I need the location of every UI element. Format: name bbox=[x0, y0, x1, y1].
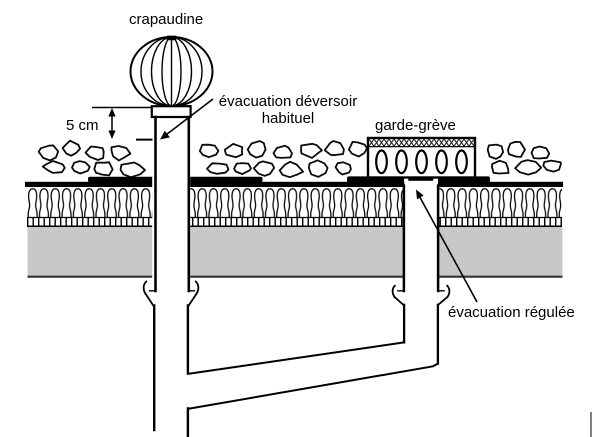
regulated-drain-pipe bbox=[187, 176, 451, 410]
gravel-stone bbox=[119, 161, 146, 179]
gravel-layer bbox=[37, 139, 562, 179]
cage-top-cap bbox=[166, 35, 177, 41]
label-crapaudine: crapaudine bbox=[129, 11, 204, 28]
gravel-stone bbox=[84, 145, 105, 161]
gravel-stone bbox=[37, 144, 60, 162]
gravel-stone bbox=[348, 141, 368, 158]
gravel-stone bbox=[233, 162, 252, 175]
gravel-stone bbox=[278, 160, 304, 179]
label-5cm: 5 cm bbox=[66, 117, 99, 134]
crapaudine-leaf-guard bbox=[129, 35, 214, 107]
label-regulated-evacuation: évacuation régulée bbox=[448, 304, 575, 321]
gravel-stone bbox=[323, 140, 345, 157]
gravel-stone bbox=[514, 159, 543, 176]
gravel-stone bbox=[246, 140, 267, 159]
gravel-stone bbox=[206, 162, 230, 175]
gravel-stone bbox=[110, 145, 132, 162]
insulation-slab bbox=[27, 227, 563, 278]
drain-channel bbox=[187, 341, 440, 410]
flow-restrictor-plate bbox=[408, 177, 434, 181]
gravel-stone bbox=[61, 139, 81, 157]
label-overflow-line1: évacuation déversoir bbox=[218, 93, 358, 110]
gravel-stone bbox=[334, 161, 352, 176]
gravel-stone bbox=[491, 159, 510, 175]
regulated-leader-arrow bbox=[416, 189, 478, 303]
dimension-5cm bbox=[92, 106, 153, 141]
gravel-stone bbox=[198, 143, 220, 159]
protection-strip bbox=[27, 216, 562, 228]
label-garde-greve: garde-grève bbox=[375, 117, 456, 134]
gravel-stone bbox=[71, 160, 91, 175]
drainage-layer bbox=[27, 187, 562, 217]
gravel-stone bbox=[530, 145, 551, 160]
gravel-stone bbox=[507, 140, 526, 158]
label-overflow-evacuation: évacuation déversoir habituel bbox=[207, 93, 369, 127]
gravel-stone bbox=[542, 159, 562, 173]
overflow-leader-arrow bbox=[160, 98, 214, 140]
gravel-stone bbox=[223, 143, 244, 159]
gravel-stone bbox=[486, 143, 504, 160]
membrane-layer bbox=[25, 176, 563, 187]
gravel-stone bbox=[41, 160, 66, 174]
gravel-stone bbox=[300, 142, 323, 159]
gravel-stone bbox=[272, 144, 293, 159]
gravel-stone bbox=[93, 161, 114, 177]
gravel-stone bbox=[252, 160, 276, 177]
gravel-guard-box bbox=[366, 136, 477, 179]
text-caret-artifact bbox=[590, 412, 593, 437]
label-overflow-line2: habituel bbox=[261, 110, 315, 127]
overflow-drain-pipe bbox=[142, 105, 200, 437]
gravel-stone bbox=[307, 159, 329, 178]
